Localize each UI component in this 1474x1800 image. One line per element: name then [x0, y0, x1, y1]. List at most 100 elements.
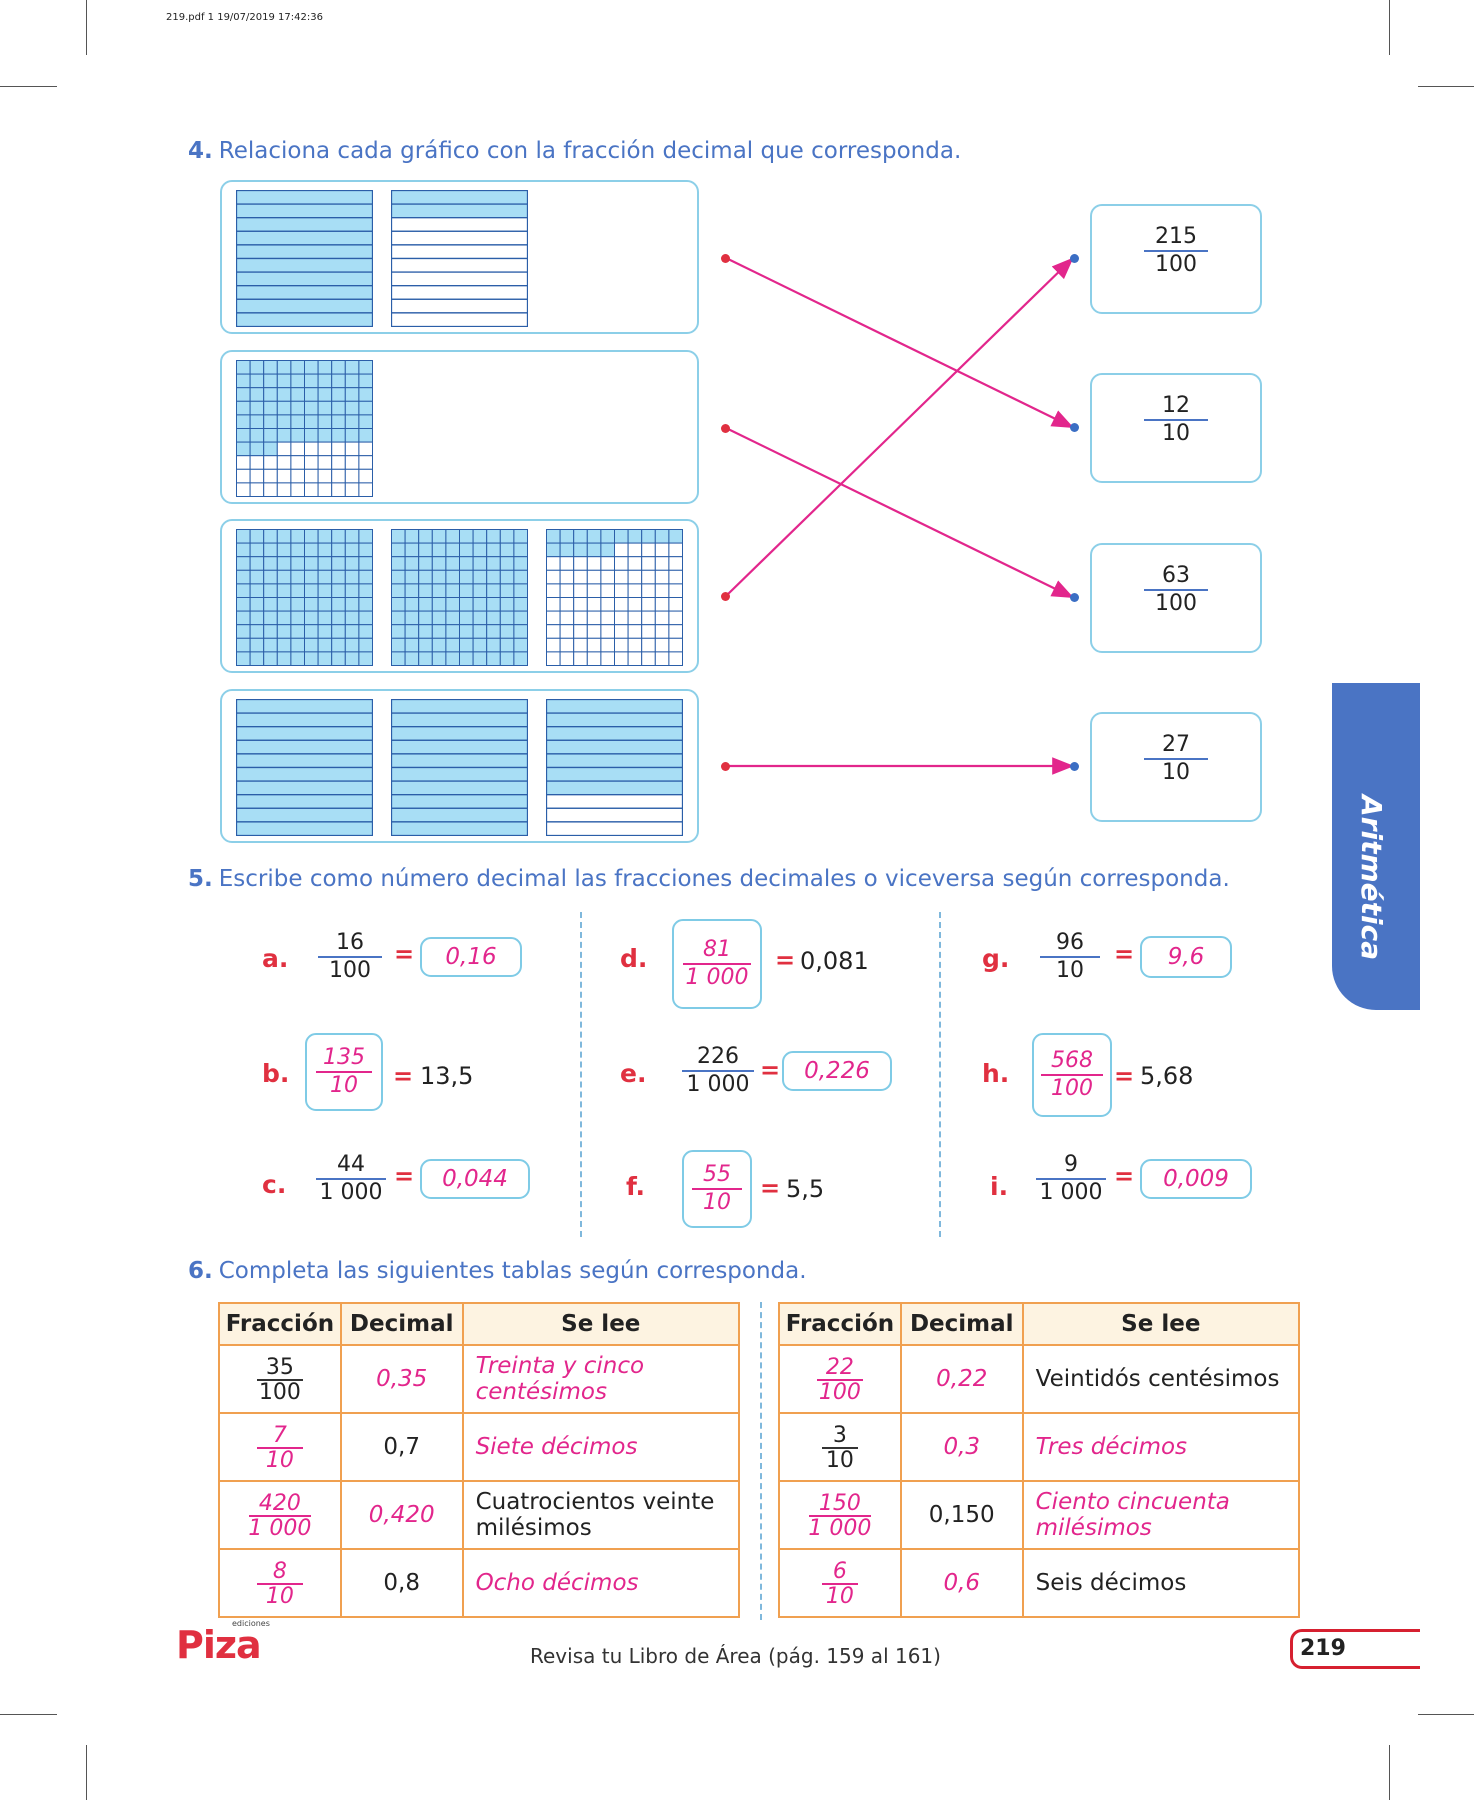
left-dot[interactable] — [721, 424, 730, 433]
equals-sign: = — [775, 946, 796, 974]
denominator: 100 — [1051, 1076, 1093, 1101]
reading-cell[interactable]: Ocho décimos — [461, 1548, 741, 1618]
hundredth-cell — [358, 651, 373, 666]
connector-arrow[interactable] — [725, 257, 1074, 597]
hundredths-grid — [236, 529, 373, 666]
right-dot[interactable] — [1070, 423, 1079, 432]
decimal-cell[interactable]: 0,35 — [339, 1344, 464, 1414]
equals-sign: = — [760, 1174, 781, 1202]
answer-box[interactable]: 0,226 — [782, 1051, 892, 1091]
decimal-value: 5,5 — [786, 1175, 825, 1203]
numerator: 55 — [703, 1162, 731, 1187]
denominator: 10 — [1162, 421, 1190, 446]
numerator: 226 — [697, 1044, 739, 1069]
denominator: 100 — [1155, 591, 1197, 616]
logo-subtitle: ediciones — [232, 1619, 270, 1628]
left-dot[interactable] — [721, 762, 730, 771]
crop-mark — [1389, 0, 1390, 55]
connector-arrow[interactable] — [725, 427, 1074, 598]
column-divider — [939, 912, 941, 1237]
table-divider — [760, 1302, 762, 1620]
crop-mark — [1418, 1714, 1474, 1715]
left-dot[interactable] — [721, 254, 730, 263]
answer-box[interactable]: 9,6 — [1140, 936, 1232, 978]
equals-sign: = — [394, 940, 415, 968]
numerator: 7 — [272, 1422, 287, 1448]
decimal-cell[interactable]: 0,6 — [899, 1548, 1024, 1618]
hundredths-grid — [236, 360, 373, 497]
logo-text: Piza — [176, 1623, 262, 1667]
numerator: 8 — [272, 1558, 287, 1584]
numerator: 27 — [1162, 732, 1190, 757]
left-dot[interactable] — [721, 592, 730, 601]
graphic-box-1 — [220, 180, 699, 334]
decimal-value: 13,5 — [420, 1062, 474, 1090]
exercise-number: 4. — [188, 138, 213, 164]
numerator: 35 — [265, 1354, 294, 1380]
table-header: Fracción Decimal Se lee — [778, 1302, 1301, 1346]
answer-box[interactable]: 0,009 — [1140, 1159, 1252, 1199]
reading-cell[interactable]: Treinta y cinco centésimos — [461, 1344, 741, 1414]
reading-cell[interactable]: Tres décimos — [1021, 1412, 1301, 1482]
table-header: Fracción Decimal Se lee — [218, 1302, 741, 1346]
hundredth-cell — [668, 651, 683, 666]
numerator: 3 — [832, 1422, 847, 1448]
answer-box[interactable]: 0,044 — [420, 1159, 530, 1199]
connector-arrow[interactable] — [725, 257, 1074, 428]
right-dot[interactable] — [1070, 593, 1079, 602]
hundredth-cell — [358, 482, 373, 497]
answer-box[interactable]: 0,16 — [420, 937, 522, 977]
decimal-cell: 0,8 — [339, 1548, 464, 1618]
decimal-cell[interactable]: 0,22 — [899, 1344, 1024, 1414]
item-letter: d. — [620, 944, 648, 973]
footer-note: Revisa tu Libro de Área (pág. 159 al 161… — [530, 1644, 941, 1668]
right-dot[interactable] — [1070, 762, 1079, 771]
tenths-grid — [236, 190, 373, 327]
decimal-cell[interactable]: 0,420 — [339, 1480, 464, 1550]
tenth-strip — [546, 821, 683, 836]
numerator: 135 — [323, 1045, 365, 1070]
reading-cell[interactable]: Ciento cincuenta milésimos — [1021, 1480, 1301, 1550]
exercise-5-title: 5.Escribe como número decimal las fracci… — [188, 866, 1230, 892]
right-dot[interactable] — [1070, 254, 1079, 263]
section-tab — [1332, 683, 1420, 1010]
decimal-cell[interactable]: 0,3 — [899, 1412, 1024, 1482]
denominator: 10 — [265, 1584, 294, 1609]
denominator: 100 — [1155, 252, 1197, 277]
decimal-value: 5,68 — [1140, 1062, 1194, 1090]
reading-cell[interactable]: Siete décimos — [461, 1412, 741, 1482]
crop-mark — [86, 0, 87, 55]
denominator: 10 — [825, 1584, 854, 1609]
graphic-box-4 — [220, 689, 699, 843]
decimal-cell: 0,7 — [339, 1412, 464, 1482]
